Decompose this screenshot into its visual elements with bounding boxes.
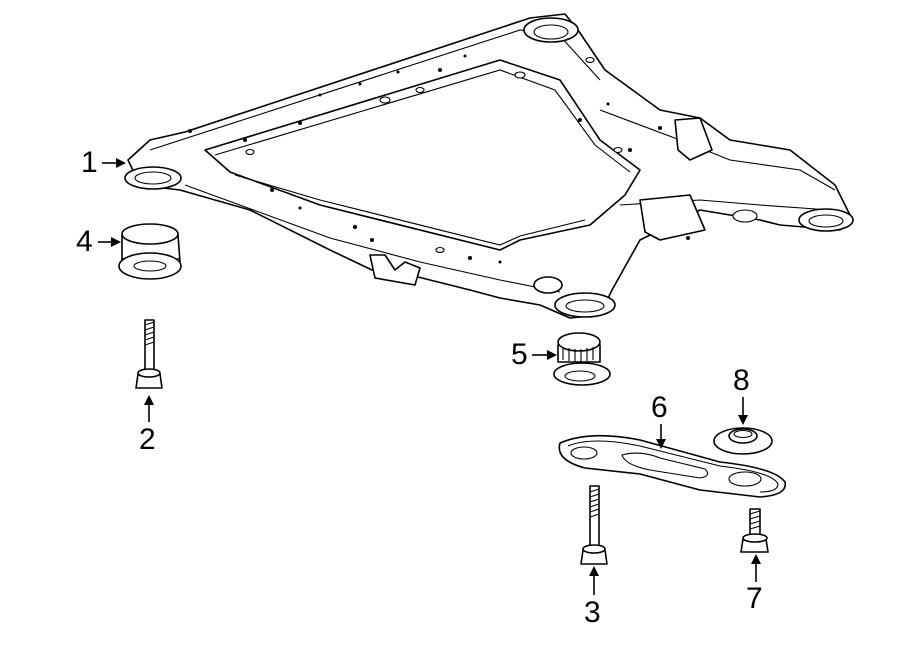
callout-4[interactable]: 4 xyxy=(76,225,93,258)
callout-7[interactable]: 7 xyxy=(746,582,763,615)
rear-mount-bushing[interactable] xyxy=(553,332,611,386)
insulator-washer[interactable] xyxy=(713,427,773,455)
brace-bolt-long[interactable] xyxy=(580,485,608,565)
front-mount-bushing[interactable] xyxy=(118,223,182,280)
callout-8[interactable]: 8 xyxy=(733,364,750,397)
mount-bolt-long[interactable] xyxy=(135,319,163,389)
leader-arrows xyxy=(98,158,761,595)
callout-3[interactable]: 3 xyxy=(584,596,601,629)
callout-6[interactable]: 6 xyxy=(651,391,668,424)
callout-5[interactable]: 5 xyxy=(511,338,528,371)
callout-1[interactable]: 1 xyxy=(81,146,98,179)
subframe-crossmember[interactable] xyxy=(124,13,854,319)
callout-2[interactable]: 2 xyxy=(139,423,156,456)
brace-bolt-short[interactable] xyxy=(740,508,769,553)
brace-plate[interactable] xyxy=(558,434,787,498)
